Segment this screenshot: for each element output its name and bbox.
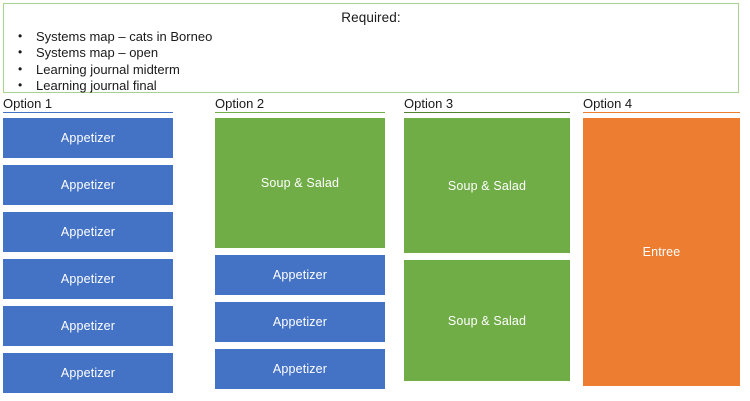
block-appetizer[interactable]: Appetizer: [3, 353, 173, 393]
option-2-block-stack: Soup & Salad Appetizer Appetizer Appetiz…: [215, 118, 385, 389]
option-column-1: Option 1 Appetizer Appetizer Appetizer A…: [3, 96, 173, 400]
option-4-header: Option 4: [583, 96, 740, 113]
required-list-item: Systems map – open: [14, 44, 738, 62]
block-soup-and-salad[interactable]: Soup & Salad: [404, 260, 570, 381]
block-appetizer[interactable]: Appetizer: [3, 212, 173, 252]
block-soup-and-salad[interactable]: Soup & Salad: [404, 118, 570, 253]
option-3-header: Option 3: [404, 96, 570, 113]
block-appetizer[interactable]: Appetizer: [3, 118, 173, 158]
required-item-list: Systems map – cats in Borneo Systems map…: [4, 25, 738, 95]
block-soup-and-salad[interactable]: Soup & Salad: [215, 118, 385, 248]
option-1-header: Option 1: [3, 96, 173, 113]
required-panel: Required: Systems map – cats in Borneo S…: [3, 3, 739, 93]
option-4-block-stack: Entree: [583, 118, 740, 386]
block-appetizer[interactable]: Appetizer: [215, 302, 385, 342]
required-list-item: Learning journal final: [14, 77, 738, 95]
block-appetizer[interactable]: Appetizer: [3, 306, 173, 346]
block-entree[interactable]: Entree: [583, 118, 740, 386]
option-2-header: Option 2: [215, 96, 385, 113]
block-appetizer[interactable]: Appetizer: [215, 255, 385, 295]
option-column-2: Option 2 Soup & Salad Appetizer Appetize…: [215, 96, 385, 396]
option-column-3: Option 3 Soup & Salad Soup & Salad: [404, 96, 570, 388]
required-list-item: Systems map – cats in Borneo: [14, 28, 738, 46]
block-appetizer[interactable]: Appetizer: [3, 165, 173, 205]
block-appetizer[interactable]: Appetizer: [215, 349, 385, 389]
required-title: Required:: [341, 10, 401, 25]
option-3-block-stack: Soup & Salad Soup & Salad: [404, 118, 570, 381]
required-list-item: Learning journal midterm: [14, 61, 738, 79]
option-column-4: Option 4 Entree: [583, 96, 740, 393]
option-1-block-stack: Appetizer Appetizer Appetizer Appetizer …: [3, 118, 173, 393]
block-appetizer[interactable]: Appetizer: [3, 259, 173, 299]
